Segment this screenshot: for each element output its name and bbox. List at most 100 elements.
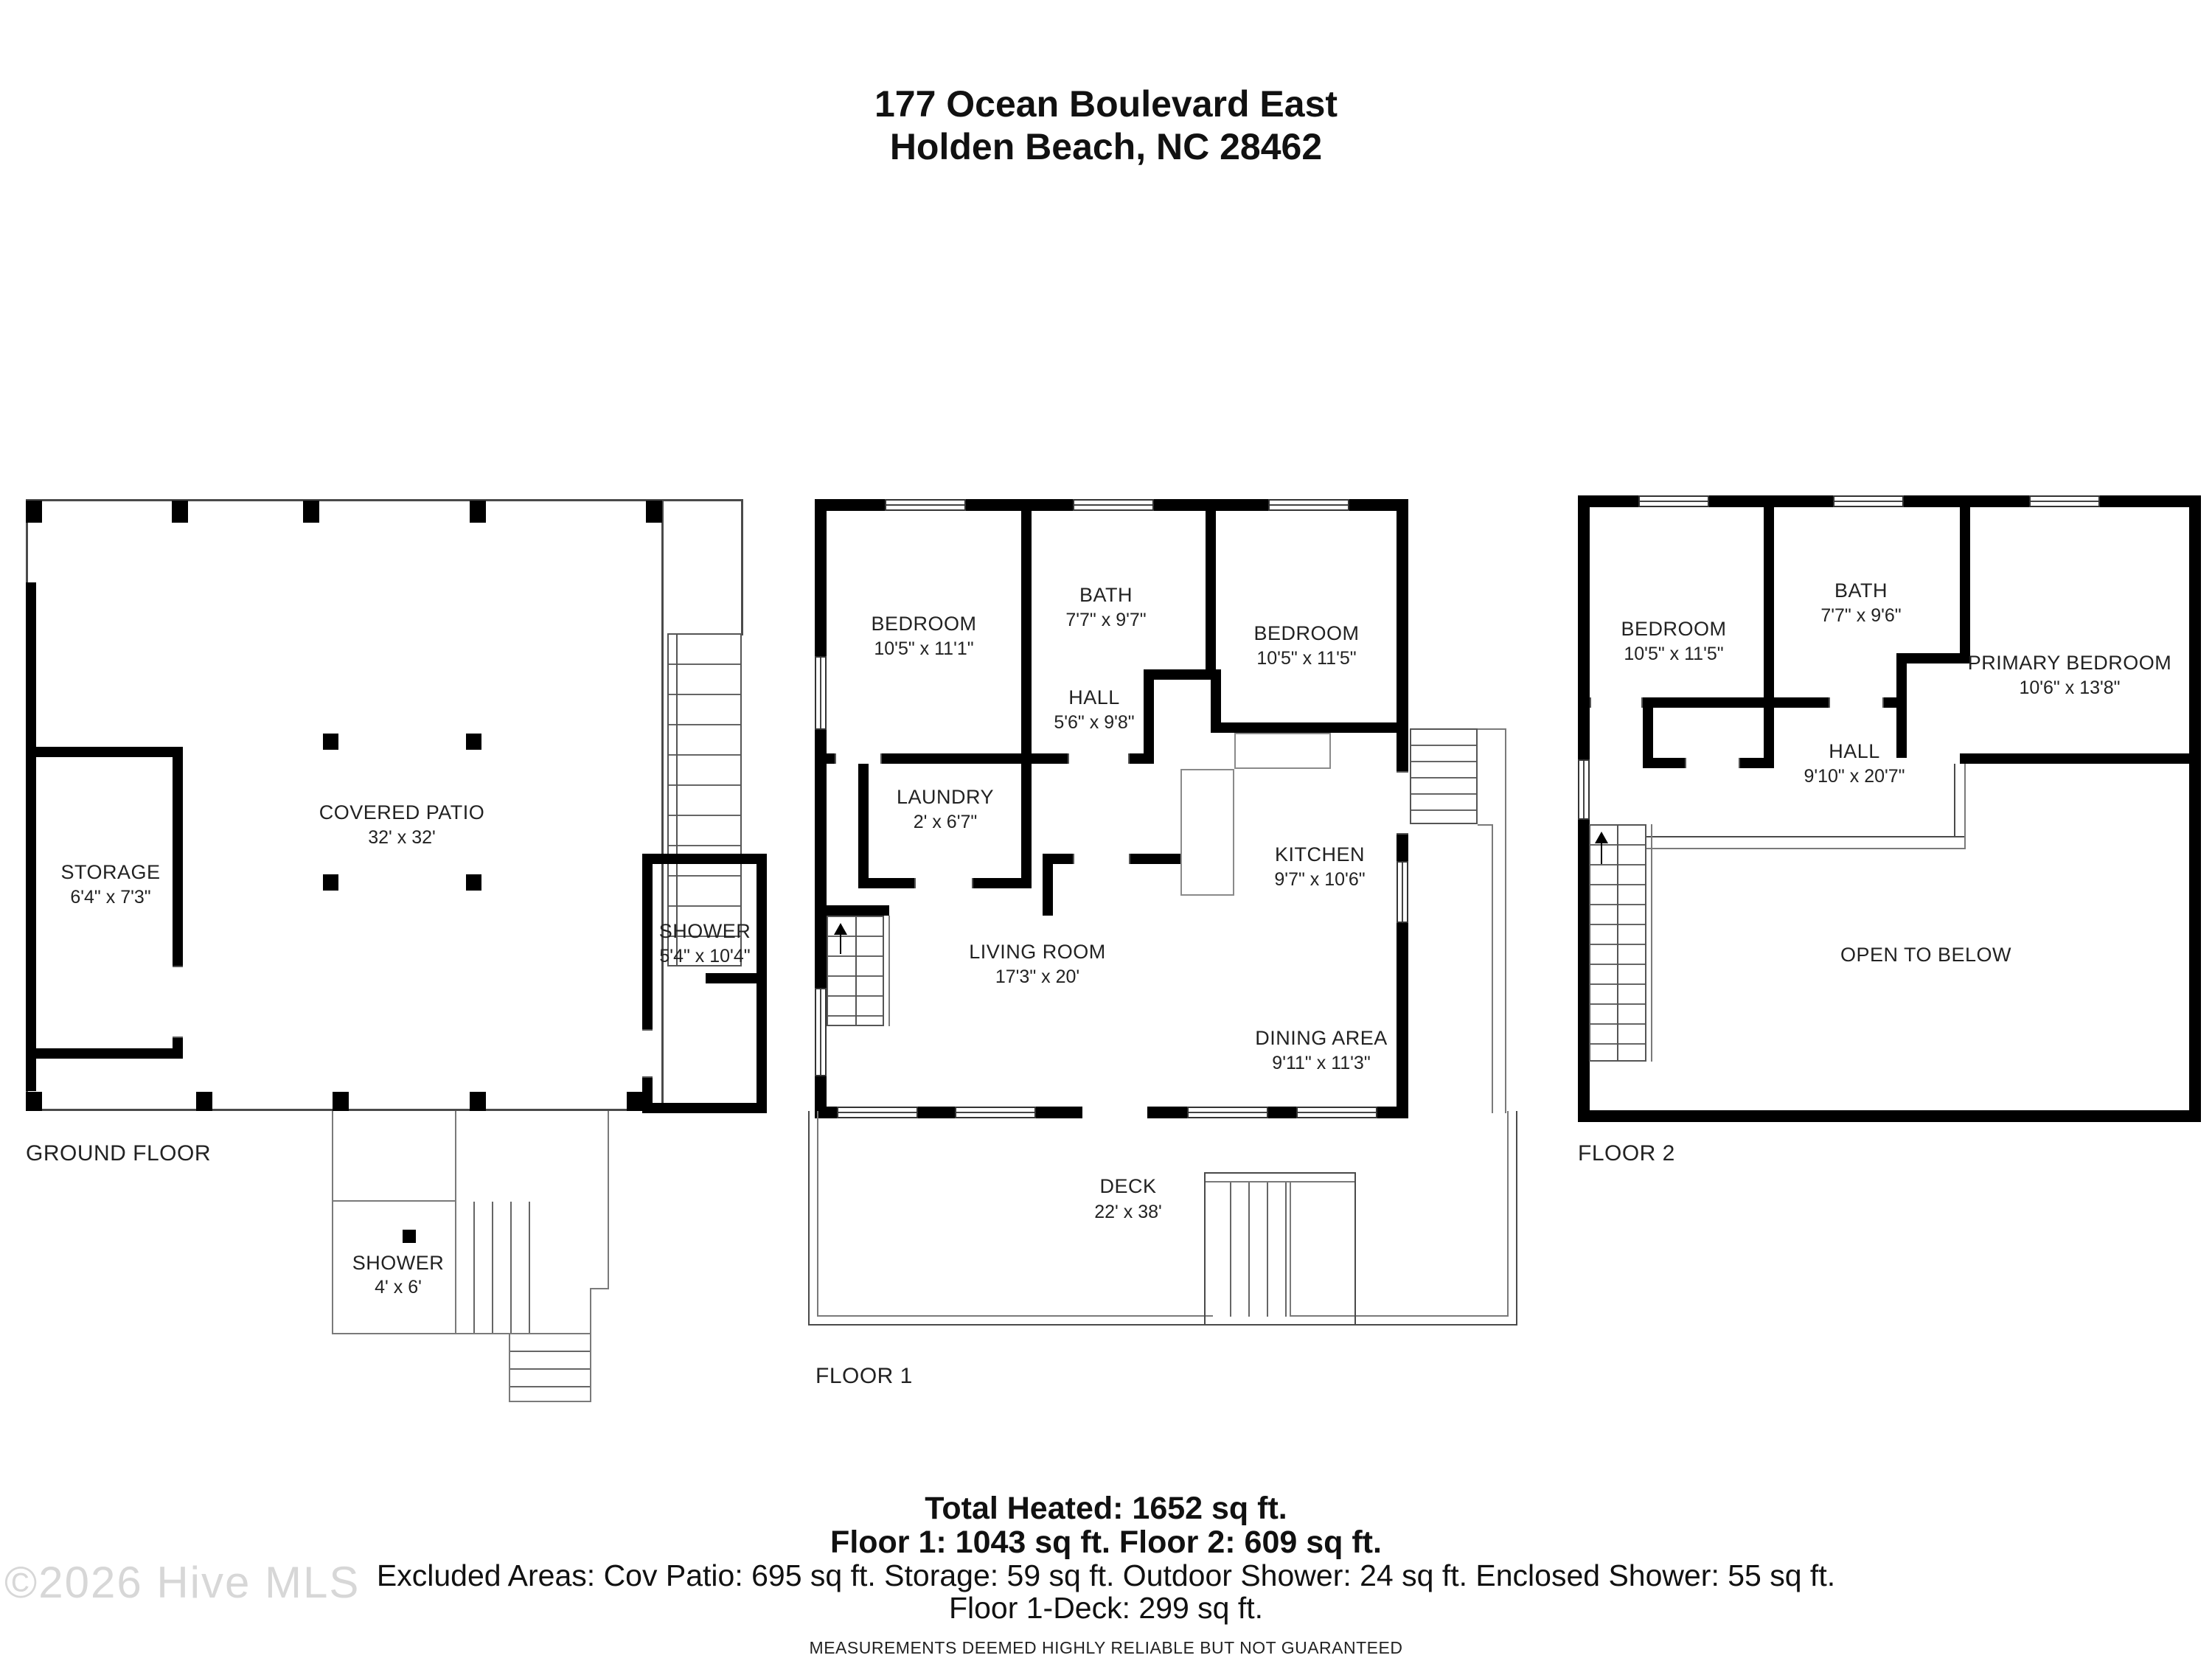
room-label-bedroom2: BEDROOM (1253, 622, 1360, 644)
wall (1643, 697, 1774, 708)
exterior-stair-run (456, 1202, 533, 1333)
wall (858, 878, 914, 888)
pillar (323, 874, 338, 891)
staircase-outline (888, 916, 890, 1026)
window (1397, 861, 1408, 923)
railing (1646, 848, 1966, 849)
room-dims-dining: 9'11" x 11'3" (1272, 1053, 1371, 1073)
door-opening (1685, 758, 1740, 768)
staircase-rail (1617, 824, 1618, 1062)
pillar (303, 501, 319, 523)
room-dims-laundry: 2' x 6'7" (913, 812, 978, 832)
room-dims-enclosed-shower: 5'4" x 10'4" (659, 946, 751, 966)
deck-stair-outline (1290, 1182, 1291, 1317)
room-label-hall-f2: HALL (1829, 740, 1880, 762)
door-opening (1397, 771, 1408, 835)
kitchen-counter (1180, 769, 1234, 896)
room-label-bedroom1: BEDROOM (871, 613, 977, 635)
door-opening (914, 878, 973, 888)
address-line-1: 177 Ocean Boulevard East (874, 83, 1338, 125)
window (1073, 499, 1154, 511)
door-opening (173, 966, 183, 1038)
plan-label-ground: GROUND FLOOR (26, 1141, 212, 1166)
room-label-bath-f2: BATH (1834, 579, 1888, 602)
walkway-line (1478, 728, 1505, 730)
apron-line (608, 1111, 609, 1289)
window (1833, 495, 1904, 507)
pillar (196, 1092, 212, 1111)
room-label-kitchen: KITCHEN (1274, 843, 1366, 865)
door-opening (1068, 753, 1130, 764)
window (837, 1107, 918, 1118)
room-dims-bedroom-f2: 10'5" x 11'5" (1624, 644, 1724, 664)
plan-label-floor2: FLOOR 2 (1578, 1141, 1675, 1166)
wall (1221, 722, 1397, 733)
wall (1021, 753, 1068, 764)
stair-up-arrow-icon (1595, 832, 1608, 843)
summary-excluded-areas: Excluded Areas: Cov Patio: 695 sq ft. St… (376, 1558, 1836, 1592)
wall (26, 582, 36, 1091)
wall (642, 854, 767, 864)
address-line-2: Holden Beach, NC 28462 (889, 126, 1323, 167)
window (1268, 499, 1349, 511)
staircase-rail (855, 916, 857, 1026)
wall (1578, 1110, 2201, 1122)
pillar (26, 1092, 42, 1111)
room-dims-living: 17'3" x 20' (995, 966, 1080, 987)
wall (1960, 507, 1970, 663)
door-opening (1590, 697, 1643, 708)
patio-outline-top (26, 499, 664, 501)
wall (1960, 753, 2201, 764)
wall (706, 973, 767, 983)
room-dims-outdoor-shower: 4' x 6' (375, 1277, 422, 1298)
room-dims-hall1: 5'6" x 9'8" (1054, 712, 1135, 733)
wall (1643, 758, 1685, 768)
room-dims-bath-f2: 7'7" x 9'6" (1820, 605, 1902, 626)
walkway-line (1492, 824, 1493, 1113)
stair-outline (590, 1288, 591, 1402)
apron-line (332, 1111, 333, 1334)
deck-outline-inner (817, 1111, 818, 1317)
patio-outline-right (661, 499, 664, 1111)
room-label-laundry: LAUNDRY (896, 786, 995, 808)
door-opening (1082, 1107, 1147, 1118)
pillar (333, 1092, 349, 1111)
wall (1130, 753, 1154, 764)
deck-outline-inner (1507, 1111, 1509, 1317)
wall (1764, 708, 1774, 768)
walkway-line (1478, 824, 1492, 826)
window (885, 499, 966, 511)
deck-staircase (1213, 1182, 1290, 1317)
wall (1144, 669, 1221, 680)
window (1187, 1107, 1268, 1118)
wall (757, 854, 767, 1113)
pillar (323, 734, 338, 750)
wall (1021, 764, 1032, 888)
window (815, 988, 827, 1076)
window (1296, 1107, 1377, 1118)
side-staircase-rail (676, 633, 678, 966)
mls-watermark: ©2026 Hive MLS (4, 1558, 361, 1607)
door-opening (835, 753, 882, 764)
railing (1646, 836, 1966, 837)
wall (858, 764, 869, 878)
shower-room-line (332, 1200, 456, 1202)
pillar (627, 1092, 643, 1111)
door-opening (1829, 697, 1884, 708)
deck-stair-outline (1204, 1172, 1356, 1174)
railing (1964, 764, 1966, 849)
stair-up-arrow-icon (1601, 842, 1602, 864)
side-staircase (667, 633, 742, 966)
stair-up-arrow-icon (834, 923, 847, 935)
room-dims-bath1: 7'7" x 9'7" (1065, 610, 1147, 630)
deck-outline (1516, 1111, 1517, 1326)
deck-outline-inner (817, 1315, 1509, 1317)
pillar (470, 1092, 486, 1111)
room-label-living: LIVING ROOM (969, 941, 1106, 963)
pillar (466, 734, 481, 750)
wall (1211, 669, 1221, 733)
room-label-dining: DINING AREA (1255, 1027, 1388, 1049)
apron-line (455, 1111, 456, 1334)
deck-stair-outline (1354, 1172, 1356, 1324)
wall (1130, 854, 1180, 864)
